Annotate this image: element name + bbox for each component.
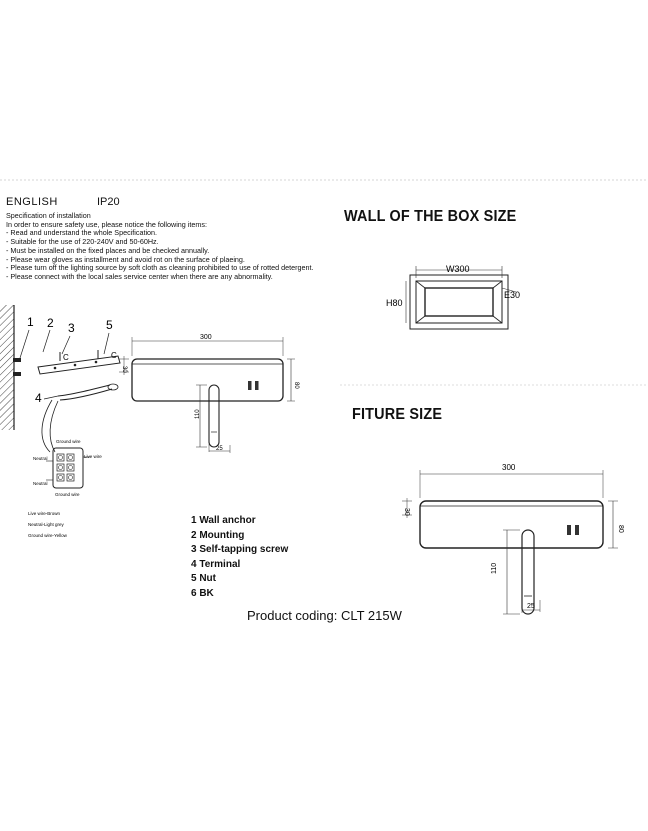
fixture-size-title: FITURE SIZE [352, 406, 443, 423]
fixture-depth-label: 30 [403, 508, 410, 516]
specification-text: Specification of installation In order t… [6, 211, 314, 282]
spec-line: - Please connect with the local sales se… [6, 271, 273, 281]
box-width-label: W300 [446, 264, 470, 274]
spec-line: Specification of installation [6, 211, 91, 220]
callout-5: 5 [106, 318, 113, 332]
spec-line: - Please wear gloves as installment and … [6, 254, 245, 264]
wiring-legend-neutral: Neutral-Light grey [28, 522, 65, 527]
install-height-label: 80 [293, 382, 299, 389]
box-height-label: H80 [386, 298, 403, 308]
ip-rating: IP20 [97, 196, 120, 208]
callout-2: 2 [47, 316, 54, 330]
fixture-width-label: 300 [502, 463, 516, 472]
parts-item: 5 Nut [191, 573, 216, 584]
wiring-neutral-top: Neutral [33, 456, 48, 461]
parts-item: 4 Terminal [191, 558, 241, 570]
installation-drawing: 1 2 3 5 4 C C [0, 305, 299, 453]
box-depth-label: E30 [504, 290, 520, 300]
fixture-arm-length-label: 110 [491, 563, 498, 574]
language-label: ENGLISH [6, 196, 58, 208]
wiring-ground-top: Ground wire [56, 439, 81, 444]
parts-list: 1 Wall anchor 2 Mounting 3 Self-tapping … [191, 514, 288, 601]
callout-4: 4 [35, 391, 42, 405]
fixture-height-label: 80 [617, 525, 624, 533]
callout-3: 3 [68, 321, 75, 335]
wiring-live: Live wire [84, 454, 102, 459]
product-coding: Product coding: CLT 215W [247, 608, 402, 623]
parts-item: 3 Self-tapping screw [191, 544, 289, 555]
wiring-legend-ground: Ground wire-Yellow [28, 533, 68, 538]
wiring-neutral-bottom: Neutral [33, 481, 48, 486]
box-size-title: WALL OF THE BOX SIZE [344, 208, 517, 225]
parts-item: 6 BK [191, 587, 214, 599]
screw-label: C [111, 351, 117, 360]
spec-line: - Please turn off the lighting source by… [6, 263, 314, 273]
callout-1: 1 [27, 315, 34, 329]
fixture-size-drawing: 300 30 80 110 25 [402, 463, 624, 615]
screw-label: C [63, 353, 69, 362]
install-width-label: 300 [200, 334, 212, 341]
wiring-diagram: Ground wire Live wire Neutral Neutral Gr… [28, 439, 102, 538]
wiring-legend-live: Live wire-Brown [28, 511, 61, 516]
wall-box-drawing: W300 H80 E30 [386, 264, 520, 330]
install-depth-label: 30 [121, 366, 127, 373]
fixture-arm-width-label: 25 [527, 603, 535, 610]
install-arm-length-label: 110 [195, 409, 201, 419]
parts-item: 1 Wall anchor [191, 515, 256, 526]
wiring-ground-bottom: Ground wire [55, 492, 80, 497]
install-arm-width-label: 25 [216, 446, 223, 452]
spec-line: - Suitable for the use of 220-240V and 5… [6, 237, 159, 247]
spec-line: - Must be installed on the fixed places … [6, 245, 210, 255]
parts-item: 2 Mounting [191, 529, 245, 541]
spec-line: - Read and understand the whole Specific… [6, 228, 158, 238]
spec-line: In order to ensure safety use, please no… [6, 219, 207, 229]
